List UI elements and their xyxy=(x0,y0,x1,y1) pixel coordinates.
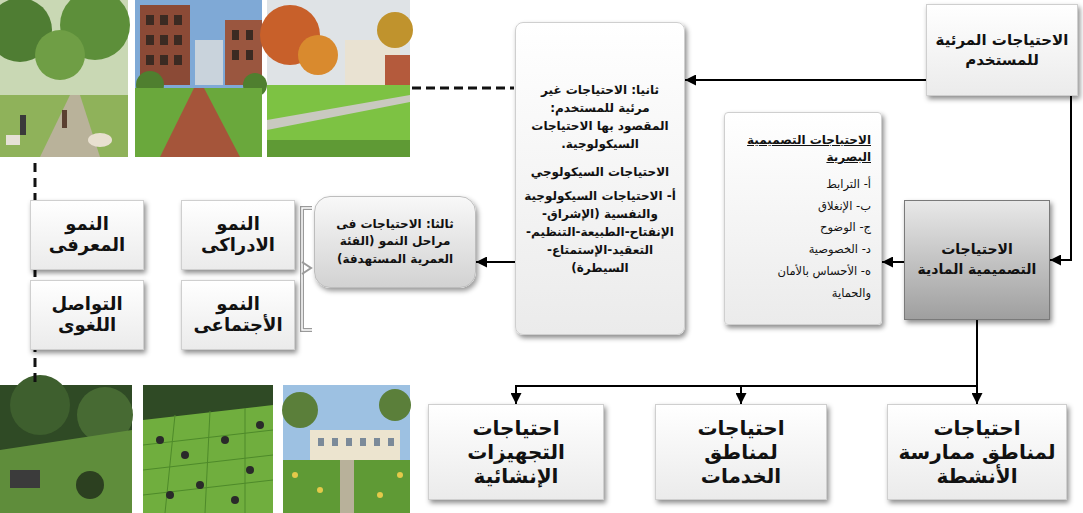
box-text: ب- الإنغلاق xyxy=(735,196,871,218)
path xyxy=(340,460,354,513)
needs-box: احتياجات لمناطق ممارسة الأنشطة xyxy=(887,404,1067,500)
person xyxy=(62,110,67,128)
building xyxy=(310,430,400,460)
process-box: الاحتياجات التصميمية المادية xyxy=(904,200,1050,320)
lawn xyxy=(267,140,410,157)
lawn xyxy=(135,88,262,157)
box-text: أ- الاحتياجات السيكولوجية والنفسية (الإش… xyxy=(524,187,676,277)
tree xyxy=(377,12,413,48)
campus-photo xyxy=(135,0,267,157)
campus-photo xyxy=(0,375,133,513)
windows xyxy=(318,438,394,446)
campus-photo xyxy=(282,385,411,513)
box-label: ثانيا: الاحتياجات غير مرئية للمستخدم: ال… xyxy=(524,81,676,153)
tree xyxy=(379,389,411,421)
stage-box: النمو الأجتماعى xyxy=(181,280,295,350)
stage-box: التواصل اللغوى xyxy=(30,280,144,350)
lawn xyxy=(0,95,128,157)
bench xyxy=(10,470,40,488)
arrow-connector xyxy=(882,261,904,263)
people xyxy=(156,421,264,504)
bracket xyxy=(302,262,311,274)
box-label: احتياجات لمناطق ممارسة الأنشطة xyxy=(896,416,1058,488)
lawn xyxy=(267,85,410,157)
path xyxy=(267,95,410,130)
arrow-connector xyxy=(741,320,977,404)
garden xyxy=(283,460,410,513)
box-text: ج- الوضوح xyxy=(735,217,871,239)
list-box: الاحتياجات التصميمية البصرية أ- الترابطب-… xyxy=(724,112,882,325)
box-label: التواصل اللغوى xyxy=(37,294,137,335)
box-label: ثالثا: الاحتياجات فى مراحل النمو (الفئة … xyxy=(323,216,467,268)
box-text: أ- الترابط xyxy=(735,174,871,196)
needs-box: ثانيا: الاحتياجات غير مرئية للمستخدم: ال… xyxy=(515,22,685,335)
sky xyxy=(283,385,410,513)
rounded-box: ثالثا: الاحتياجات فى مراحل النمو (الفئة … xyxy=(314,196,476,288)
building xyxy=(385,55,410,90)
tree xyxy=(35,30,85,80)
box-text: ه- الأحساس بالأمان والحماية xyxy=(735,261,871,305)
needs-box: احتياجات التجهيزات الإنشائية xyxy=(428,404,604,500)
bush xyxy=(76,471,104,499)
campus-photo xyxy=(260,0,413,157)
box-label: احتياجات التجهيزات الإنشائية xyxy=(437,416,595,488)
sky xyxy=(135,0,262,157)
arrow-connector xyxy=(1050,96,1071,260)
greenery xyxy=(143,385,273,513)
brick-path xyxy=(160,88,240,157)
path xyxy=(40,95,100,157)
stage-box: النمو الادراكى xyxy=(181,200,295,270)
campus-photo xyxy=(143,385,273,513)
arrow-connector xyxy=(685,79,926,81)
bracket xyxy=(302,208,312,330)
box-text: الاحتياجات السيكولوجي xyxy=(524,163,676,181)
person xyxy=(88,133,112,147)
lawn xyxy=(0,430,132,513)
box-label: النمو الأجتماعى xyxy=(188,294,288,335)
box-label: الاحتياجات المرئية للمستخدم xyxy=(935,30,1069,71)
box-text: د- الخصوصية xyxy=(735,239,871,261)
box-label: النمو الادراكى xyxy=(188,214,288,255)
building xyxy=(195,40,223,85)
autumn-tree xyxy=(298,35,338,75)
lawn xyxy=(143,405,273,513)
box-label: الاحتياجات التصميمية البصرية xyxy=(735,132,871,166)
tree xyxy=(10,375,70,435)
stage-box: النمو المعرفى xyxy=(30,200,144,270)
campus-photo xyxy=(0,0,130,157)
windows xyxy=(146,15,253,65)
dashed-leader xyxy=(412,87,514,90)
box-label: الاحتياجات التصميمية المادية xyxy=(915,240,1039,279)
box-label: النمو المعرفى xyxy=(37,214,137,255)
box-label: احتياجات لمناطق الخدمات xyxy=(664,416,818,488)
needs-box: الاحتياجات المرئية للمستخدم xyxy=(926,4,1078,96)
tree xyxy=(282,392,318,428)
bracket xyxy=(302,208,312,330)
lawn-grid xyxy=(143,408,273,513)
person xyxy=(20,115,26,135)
needs-box: احتياجات لمناطق الخدمات xyxy=(655,404,827,500)
arrow-connector xyxy=(476,261,515,263)
person xyxy=(6,135,20,145)
